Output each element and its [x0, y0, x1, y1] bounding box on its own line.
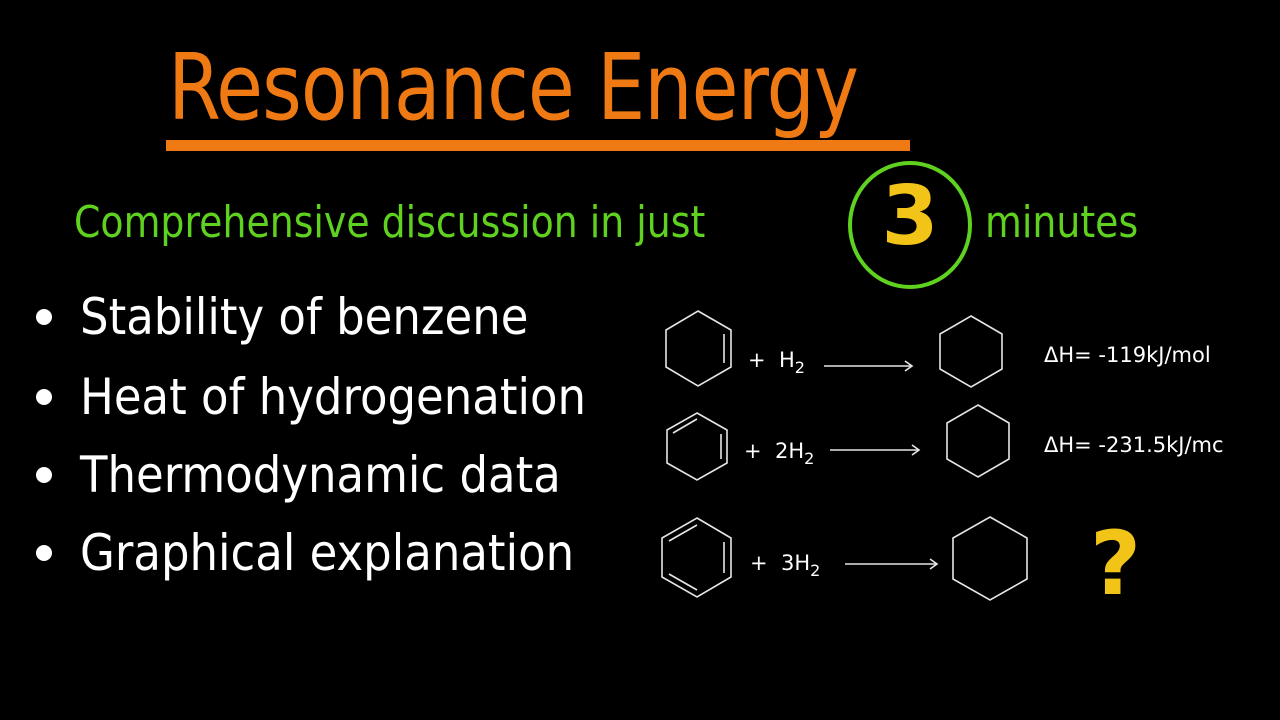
delta-h-value: ΔH= -231.5kJ/mc: [1044, 433, 1224, 457]
list-item: Graphical explanation: [36, 528, 629, 578]
cyclohexene-icon: [665, 310, 732, 387]
arrow-icon: [830, 444, 921, 456]
bullet-icon: [36, 308, 52, 325]
benzene-icon: [661, 517, 732, 598]
cyclohexane-icon: [939, 315, 1003, 388]
cyclohexadiene-icon: [666, 412, 728, 481]
reagent-2h2: + 2H2: [744, 439, 815, 468]
cyclohexane-icon: [946, 404, 1010, 478]
unknown-delta-h: ?: [1090, 512, 1142, 615]
subtitle-suffix: minutes: [985, 197, 1139, 248]
delta-h-value: ΔH= -119kJ/mol: [1044, 343, 1211, 367]
list-item: Thermodynamic data: [36, 450, 614, 500]
bullet-icon: [36, 466, 52, 483]
list-item: Stability of benzene: [36, 292, 578, 342]
title-underline: [166, 140, 910, 151]
arrow-icon: [845, 558, 939, 570]
bullet-icon: [36, 388, 52, 405]
subtitle-prefix: Comprehensive discussion in just: [74, 197, 706, 248]
reagent-h2: + H2: [748, 348, 805, 377]
list-item-label: Stability of benzene: [80, 288, 529, 346]
minutes-number: 3: [881, 169, 939, 264]
number-circle-icon: [848, 161, 972, 289]
cyclohexane-icon: [952, 516, 1028, 601]
list-item: Heat of hydrogenation: [36, 372, 642, 422]
list-item-label: Graphical explanation: [80, 524, 575, 582]
reagent-3h2: + 3H2: [750, 551, 821, 580]
list-item-label: Thermodynamic data: [80, 446, 561, 504]
arrow-icon: [824, 360, 914, 372]
list-item-label: Heat of hydrogenation: [80, 368, 587, 426]
page-title: Resonance Energy: [168, 34, 859, 141]
bullet-icon: [36, 544, 52, 561]
